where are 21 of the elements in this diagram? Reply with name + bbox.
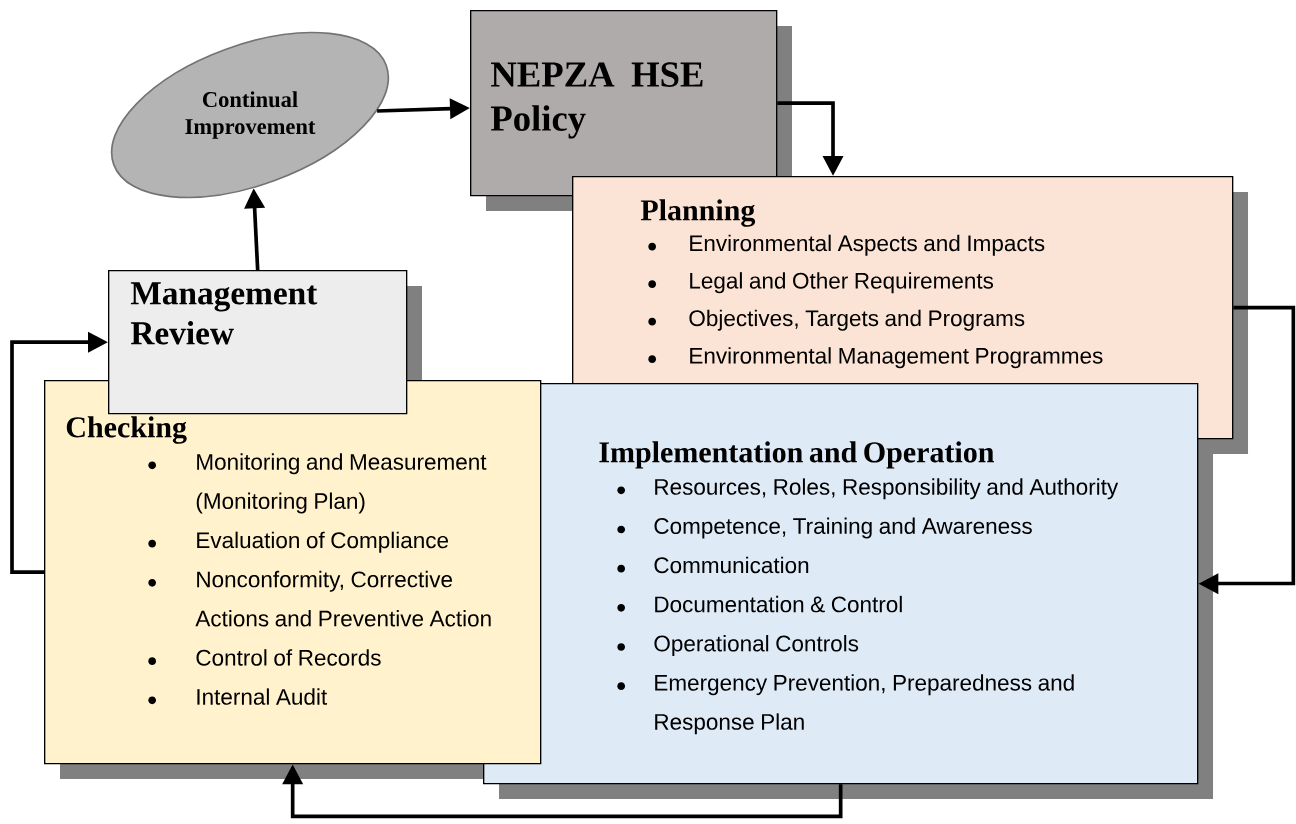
list-box (44, 380, 542, 765)
policy-box: NEPZA HSE Policy (470, 10, 778, 197)
list-item: Monitoring and Measurement (Monitoring Plan) (196, 453, 487, 514)
list-item: Resources, Roles, Responsibility and Authority (655, 478, 1119, 500)
list-item: Legal and Other Requirements (690, 272, 994, 294)
box-heading: Checking (66, 416, 187, 444)
list-item: Documentation & Control (655, 595, 902, 613)
review-box: Management Review (108, 270, 408, 415)
list-item: Evaluation of Compliance (197, 531, 449, 553)
list-item: Internal Audit (197, 688, 327, 705)
list-item: Nonconformity, Corrective Actions and Preventive Action (195, 570, 491, 627)
list-item: Environmental Aspects and Impacts (690, 234, 1045, 256)
list-item: Competence, Training and Awareness (654, 517, 1032, 539)
list-item: Emergency Prevention, Preparedness and Response Plan (655, 674, 1074, 735)
list-item: Control of Records (196, 649, 381, 666)
list-item: Environmental Management Programmes (690, 347, 1103, 369)
box-heading: Implementation and Operation (599, 441, 994, 469)
list-item: Communication (654, 556, 809, 574)
list-item: Operational Controls (654, 635, 859, 656)
list-item: Objectives, Targets and Programs (689, 309, 1025, 331)
box-heading: Planning (640, 199, 756, 227)
